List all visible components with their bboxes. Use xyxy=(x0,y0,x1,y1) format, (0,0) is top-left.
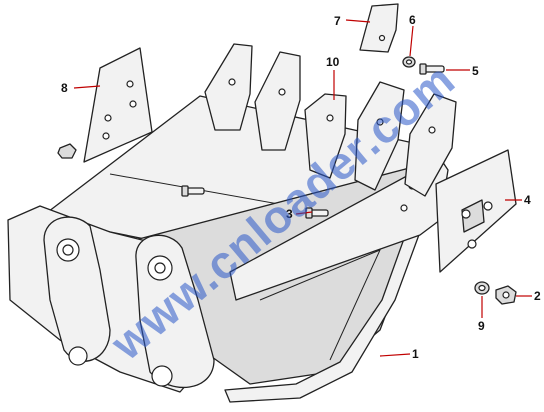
leader-6 xyxy=(409,25,414,57)
callout-5: 5 xyxy=(472,64,479,78)
callout-2: 2 xyxy=(534,289,541,303)
callout-8: 8 xyxy=(61,81,68,95)
callout-7: 7 xyxy=(334,14,341,28)
wear-strip xyxy=(224,221,421,403)
bolt-top xyxy=(419,63,445,75)
callout-10: 10 xyxy=(326,55,340,69)
bolt-floor-a xyxy=(181,185,205,197)
leader-3 xyxy=(295,211,313,215)
side-cutter-right xyxy=(435,149,517,273)
nut-left xyxy=(57,143,77,159)
washer-top xyxy=(402,56,416,68)
leader-1 xyxy=(379,353,411,357)
callout-labels: 1 2 3 4 5 6 7 8 9 10 xyxy=(61,13,541,361)
callout-6: 6 xyxy=(409,13,416,27)
bolt-floor-b xyxy=(305,207,329,219)
mounting-ear-left xyxy=(43,216,111,366)
nut-right xyxy=(495,285,517,305)
bucket-tooth xyxy=(359,3,399,53)
callout-4: 4 xyxy=(524,193,531,207)
leader-lines xyxy=(73,19,532,357)
tooth-adapter-row xyxy=(204,43,457,197)
leader-8 xyxy=(73,85,101,89)
callout-3: 3 xyxy=(286,207,293,221)
callout-1: 1 xyxy=(412,347,419,361)
mounting-ear-right xyxy=(135,234,215,389)
leader-7 xyxy=(345,19,371,23)
callout-9: 9 xyxy=(478,319,485,333)
washer-lower xyxy=(474,281,490,295)
tooth-pins xyxy=(228,78,436,134)
